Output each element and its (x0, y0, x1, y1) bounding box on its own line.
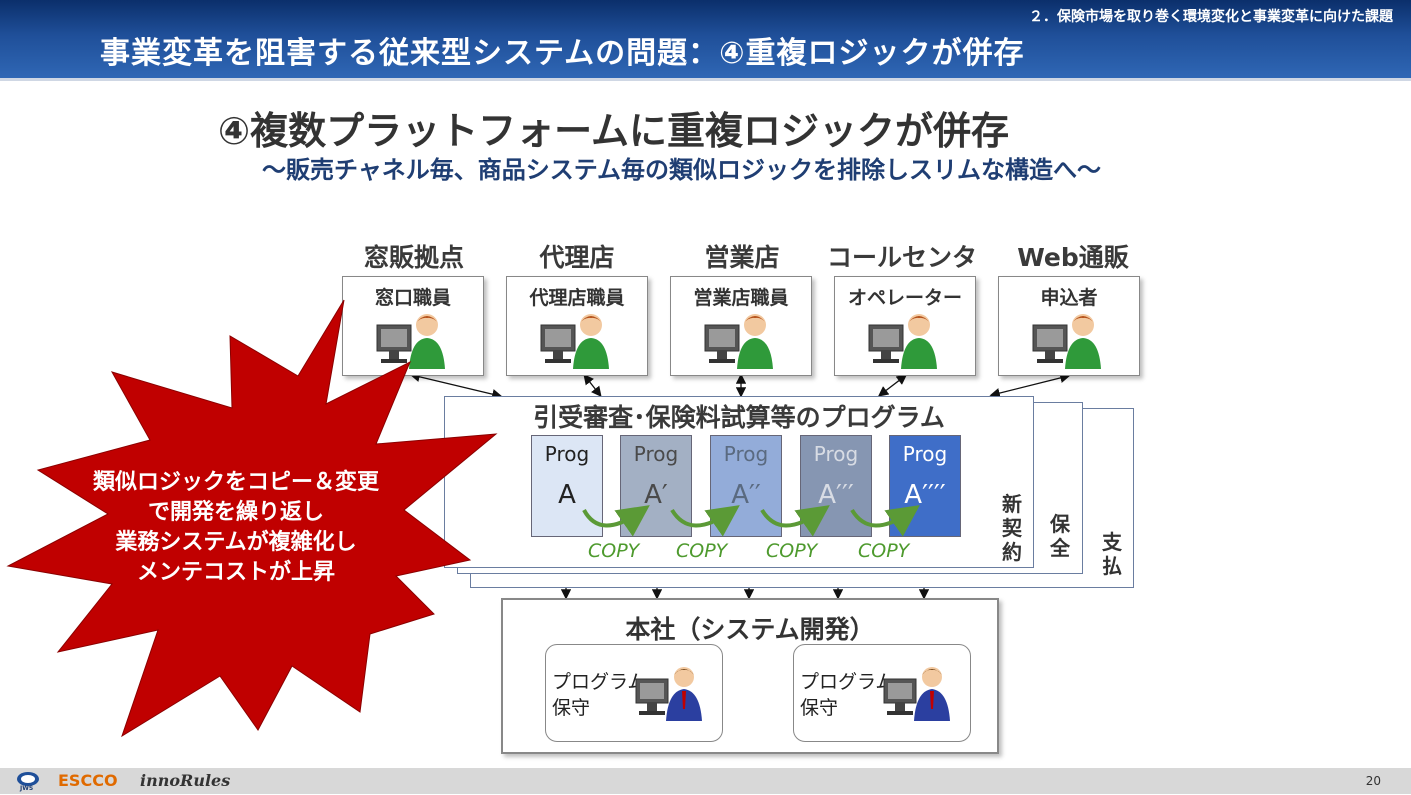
user-box-eigyoten: 営業店職員 (670, 276, 812, 376)
channel-label-madohan: 窓販拠点 (363, 243, 464, 272)
arrow-callcenter (877, 374, 908, 397)
channel-label-callcenter: コールセンタ (826, 243, 977, 272)
program-label: Prog (723, 442, 769, 466)
program-label: Prog (902, 442, 948, 466)
arrow-web (989, 372, 1071, 399)
escco-logo: ESCCO (58, 771, 118, 790)
header-bar: ２．保険市場を取り巻く環境変化と事業変革に向けた課題 事業変革を阻害する従来型シ… (0, 0, 1411, 78)
user-box-madohan: 窓口職員 (342, 276, 484, 376)
maintenance-team-1: プログラム保守 (545, 644, 723, 742)
program-label: Prog (813, 442, 859, 466)
program-box-a-quad-prime: Prog A′′′′ (889, 435, 961, 537)
maintenance-label: プログラム保守 (552, 671, 647, 719)
innorules-logo: innoRules (140, 771, 231, 790)
channel-label-dairiten: 代理店 (539, 243, 615, 272)
program-name: A′′′′ (904, 480, 946, 510)
copy-label-3: COPY (766, 540, 818, 562)
copy-label-4: COPY (858, 540, 910, 562)
headquarters-title: 本社（システム開発） (625, 615, 875, 644)
maintenance-team-2: プログラム保守 (793, 644, 971, 742)
user-label: 営業店職員 (693, 287, 789, 309)
user-computer-icon (868, 314, 937, 369)
explosion-callout-shape (6, 299, 498, 738)
layer-label-shinkeiyaku: 新契約 (1002, 492, 1022, 564)
layer-label-shiharai: 支払 (1102, 530, 1122, 578)
program-label: Prog (633, 442, 679, 466)
developer-computer-icon (883, 667, 950, 721)
program-label: Prog (544, 442, 590, 466)
user-label: 窓口職員 (374, 287, 451, 309)
copy-label-1: COPY (588, 540, 640, 562)
user-computer-icon (1032, 314, 1101, 369)
user-computer-icon (540, 314, 609, 369)
header-divider (0, 78, 1411, 81)
headline: ④複数プラットフォームに重複ロジックが併存 (218, 109, 1010, 153)
footer-bar: JWS ESCCO innoRules 20 (0, 768, 1411, 794)
program-name: A′′ (731, 480, 761, 510)
program-name: A′ (644, 480, 668, 510)
user-box-callcenter: オペレーター (834, 276, 976, 376)
page-number: 20 (1365, 774, 1381, 788)
developer-computer-icon (635, 667, 702, 721)
program-box-a-triple-prime: Prog A′′′ (800, 435, 872, 537)
jws-logo: JWS (14, 771, 42, 795)
jws-emblem-icon (17, 772, 39, 786)
program-box-a-double-prime: Prog A′′ (710, 435, 782, 537)
breadcrumb: ２．保険市場を取り巻く環境変化と事業変革に向けた課題 (1029, 9, 1393, 25)
user-computer-icon (376, 314, 445, 369)
copy-label-2: COPY (676, 540, 728, 562)
arrow-dairiten (583, 373, 602, 398)
user-box-web: 申込者 (998, 276, 1140, 376)
program-box-a: Prog A (531, 435, 603, 537)
layer-label-hozen: 保全 (1050, 512, 1070, 560)
program-panel-title: 引受審査･保険料試算等のプログラム (533, 403, 945, 432)
slide-title: 事業変革を阻害する従来型システムの問題：④重複ロジックが併存 (100, 36, 1025, 71)
headquarters-box: 本社（システム開発） プログラム保守 プログラム保守 (501, 598, 999, 754)
program-name: A (558, 480, 576, 510)
subheadline: ～販売チャネル毎、商品システム毎の類似ロジックを排除しスリムな構造へ～ (262, 156, 1102, 184)
channel-label-eigyoten: 営業店 (704, 243, 780, 272)
explosion-callout-text: 類似ロジックをコピー＆変更 で開発を繰り返し 業務システムが複雑化し メンテコス… (92, 470, 379, 585)
program-box-a-prime: Prog A′ (620, 435, 692, 537)
program-name: A′′′ (818, 480, 854, 510)
user-computer-icon (704, 314, 773, 369)
user-label: 申込者 (1040, 287, 1098, 309)
channel-label-web: Web通販 (1017, 243, 1129, 272)
maintenance-label: プログラム保守 (800, 671, 895, 719)
user-label: オペレーター (847, 287, 962, 309)
user-box-dairiten: 代理店職員 (506, 276, 648, 376)
user-label: 代理店職員 (529, 287, 625, 309)
